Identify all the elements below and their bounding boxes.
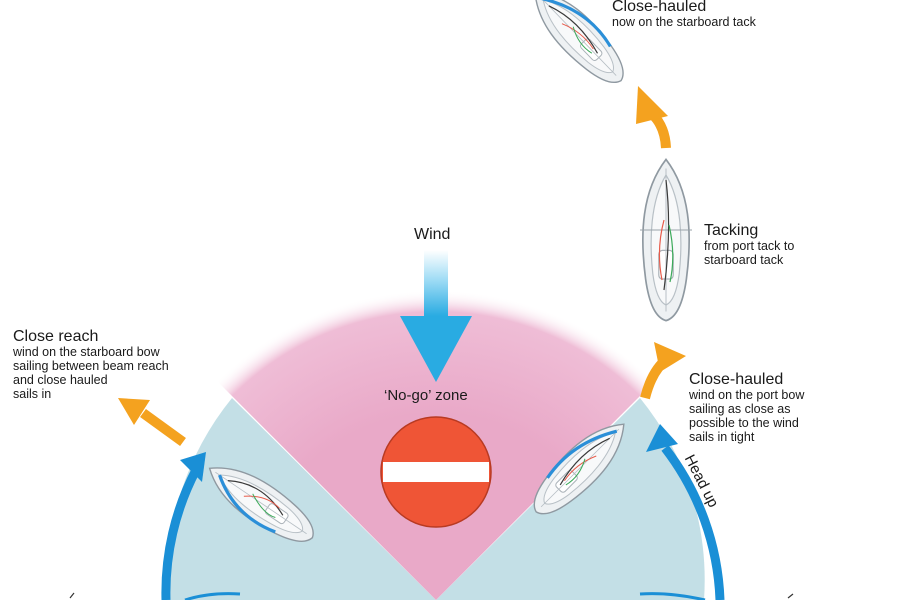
close-reach-description: wind on the starboard bow sailing betwee… <box>13 345 169 401</box>
close-reach-title: Close reach <box>13 328 99 345</box>
close-hauled-port-callout: Close-hauled wind on the port bow sailin… <box>689 371 804 444</box>
close-reach-callout: Close reach wind on the starboard bow sa… <box>13 328 169 401</box>
tacking-callout: Tacking from port tack to starboard tack <box>704 222 794 267</box>
tacking-description: from port tack to starboard tack <box>704 239 795 267</box>
close-hauled-starboard-boat <box>520 0 636 95</box>
port-tack-course-arrowhead <box>654 342 686 372</box>
left-course-arrowhead <box>180 452 206 482</box>
sailing-zone <box>167 398 437 600</box>
tacking-title: Tacking <box>704 222 759 239</box>
wind-arrow <box>400 250 472 382</box>
tacking-boat <box>640 158 692 322</box>
head-up-arrowhead <box>646 424 678 452</box>
tack-course-arrowhead <box>636 86 668 124</box>
no-entry-sign <box>380 416 492 528</box>
head-up-arc <box>661 445 725 600</box>
close-hauled-port-boat <box>521 409 639 527</box>
close-hauled-starboard-callout: Close-hauled now on the starboard tack <box>612 0 756 29</box>
wind-label: Wind <box>414 226 451 243</box>
no-go-zone-label: ‘No-go’ zone <box>384 387 468 404</box>
close-reach-course-arrow <box>118 398 186 447</box>
close-hauled-starboard-title: Close-hauled <box>612 0 707 15</box>
close-hauled-starboard-description: now on the starboard tack <box>612 15 756 29</box>
close-reach-boat <box>198 451 324 555</box>
close-hauled-port-description: wind on the port bow sailing as close as… <box>689 388 805 444</box>
close-hauled-port-title: Close-hauled <box>689 371 784 388</box>
left-course-arc <box>161 467 200 600</box>
